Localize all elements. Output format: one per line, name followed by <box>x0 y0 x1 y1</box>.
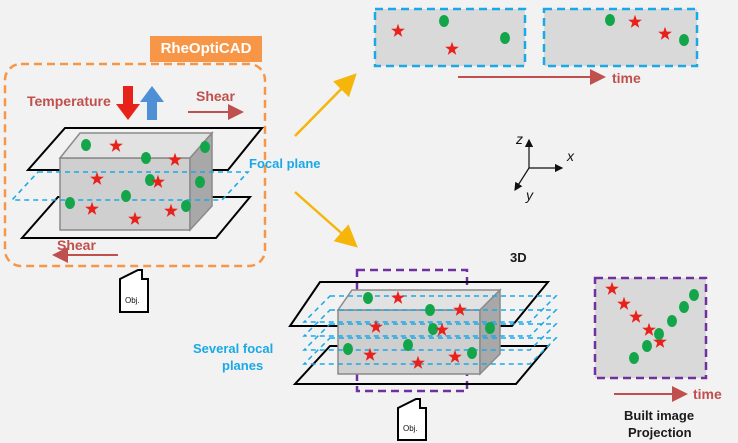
axis-z-label: z <box>516 131 523 147</box>
top-plate <box>25 127 265 171</box>
objective-top-label: Obj. <box>125 296 140 305</box>
3d-particles <box>343 290 495 369</box>
axis-y-label: y <box>526 187 533 203</box>
axis-x-label: x <box>567 148 574 164</box>
objective-bottom-label: Obj. <box>403 424 418 433</box>
3d-sample-box-top <box>336 289 502 311</box>
rheopticad-label: RheOptiCAD <box>150 36 262 62</box>
frame-2 <box>542 7 699 68</box>
temperature-label: Temperature <box>27 93 111 109</box>
several-focal-label-1: Several focal <box>193 341 274 356</box>
yellow-arrow-down <box>294 191 358 248</box>
temperature-up-arrow <box>140 86 164 120</box>
projection-label: Projection <box>628 425 692 440</box>
frame-1 <box>373 7 527 68</box>
built-image-label: Built image <box>624 408 695 423</box>
projection-particles <box>605 281 699 364</box>
axis-y <box>514 167 530 192</box>
temperature-down-arrow <box>116 86 140 120</box>
time-top-label: time <box>612 70 641 86</box>
objective-top <box>119 269 149 313</box>
left-particles <box>65 138 210 225</box>
shear-top-label: Shear <box>196 88 235 104</box>
time-bottom-label: time <box>693 386 722 402</box>
3d-top-plate <box>288 281 551 327</box>
rheopticad-frame <box>3 62 267 268</box>
several-focal-label-2: planes <box>222 358 264 373</box>
focal-plane-dashed <box>10 171 250 201</box>
focal-plane-label: Focal plane <box>249 156 321 171</box>
three-d-label: 3D <box>510 250 527 265</box>
frame-particles <box>391 14 689 55</box>
yellow-arrow-up <box>294 73 357 137</box>
3d-focal-planes <box>302 295 558 365</box>
shear-bottom-label: Shear <box>57 237 96 253</box>
objective-bottom <box>397 398 427 441</box>
